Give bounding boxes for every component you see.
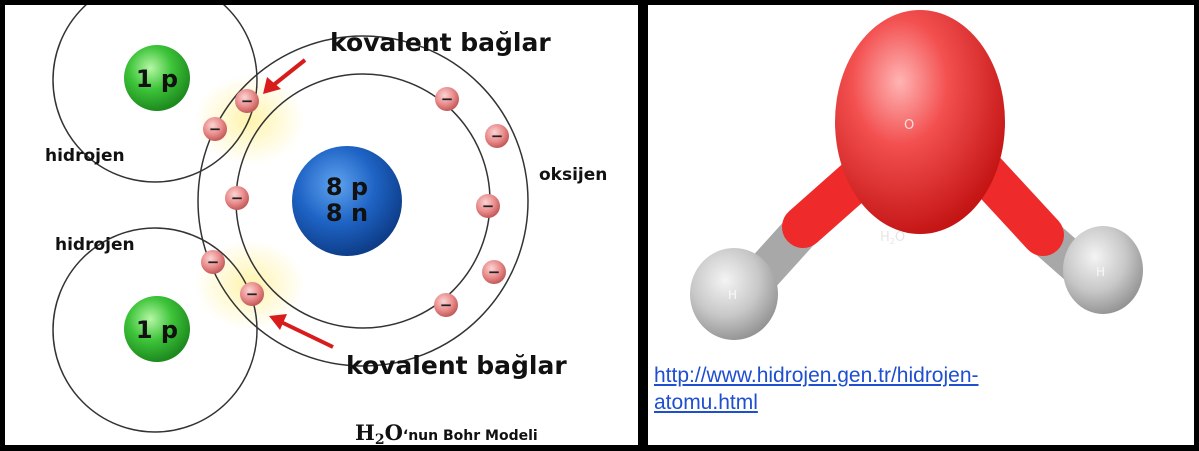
electron: − <box>235 89 259 113</box>
water-formula-label: H2O <box>880 230 905 246</box>
hydrogen-bottom-nucleus-label: 1 p <box>136 316 178 344</box>
oxygen-atom <box>835 10 1005 234</box>
bohr-model-panel: 1 p 1 p 8 p 8 n − − − − − − − − − − <box>5 5 638 445</box>
electron: − <box>203 117 227 141</box>
electron: − <box>476 194 500 218</box>
hydrogen-bottom-label: hidrojen <box>55 235 135 255</box>
arrow-bottom <box>269 314 334 349</box>
arrow-top <box>263 58 307 94</box>
svg-text:−: − <box>241 92 254 110</box>
svg-text:−: − <box>441 90 454 108</box>
svg-text:−: − <box>482 197 495 215</box>
bond-right-oxygen-half <box>962 149 1064 256</box>
svg-text:−: − <box>207 253 220 271</box>
oxygen-nucleus-protons: 8 p <box>326 173 368 201</box>
electron-group: − − − − − − − − − − <box>201 87 509 317</box>
border-left <box>0 0 5 451</box>
electron: − <box>225 186 249 210</box>
svg-text:−: − <box>209 120 222 138</box>
bond-label-bottom: kovalent bağlar <box>346 351 567 380</box>
electron: − <box>434 293 458 317</box>
oxygen-atom-label: O <box>904 118 914 133</box>
bohr-model-caption: H2O‘nun Bohr Modeli <box>355 420 538 445</box>
electron: − <box>435 87 459 111</box>
svg-text:−: − <box>231 189 244 207</box>
hydrogen-right-atom-label: H <box>1096 265 1105 279</box>
oxygen-outer-orbit <box>197 35 529 367</box>
electron: − <box>482 260 506 284</box>
hydrogen-left-atom-label: H <box>728 288 737 302</box>
hydrogen-top-nucleus <box>124 45 190 111</box>
hydrogen-top-label: hidrojen <box>45 146 125 166</box>
hydrogen-top-nucleus-label: 1 p <box>136 65 178 93</box>
hydrogen-top-orbit <box>52 5 258 183</box>
hydrogen-right-atom <box>1063 226 1143 314</box>
border-bottom <box>0 445 1199 451</box>
bond-glow-top <box>195 75 305 165</box>
hydrogen-bottom-nucleus <box>124 296 190 362</box>
ball-and-stick-panel: O H H H2O http://www.hidrojen.gen.tr/hid… <box>648 5 1194 445</box>
border-top <box>0 0 1199 5</box>
border-middle <box>638 0 648 451</box>
svg-text:−: − <box>246 285 259 303</box>
electron: − <box>485 124 509 148</box>
bond-label-top: kovalent bağlar <box>330 28 551 57</box>
border-right <box>1194 0 1199 451</box>
water-molecule-model: O H H H2O <box>690 10 1143 340</box>
hydrogen-bottom-orbit <box>52 227 258 433</box>
oxygen-nucleus-neutrons: 8 n <box>326 199 368 227</box>
bohr-model-diagram: 1 p 1 p 8 p 8 n − − − − − − − − − − <box>45 5 607 445</box>
oxygen-nucleus <box>292 146 402 256</box>
electron: − <box>201 250 225 274</box>
svg-text:−: − <box>440 296 453 314</box>
svg-text:−: − <box>491 127 504 145</box>
source-link[interactable]: http://www.hidrojen.gen.tr/hidrojen-atom… <box>654 364 979 414</box>
svg-text:−: − <box>488 263 501 281</box>
oxygen-label: oksijen <box>539 165 607 185</box>
electron: − <box>240 282 264 306</box>
hydrogen-left-atom <box>690 248 778 340</box>
